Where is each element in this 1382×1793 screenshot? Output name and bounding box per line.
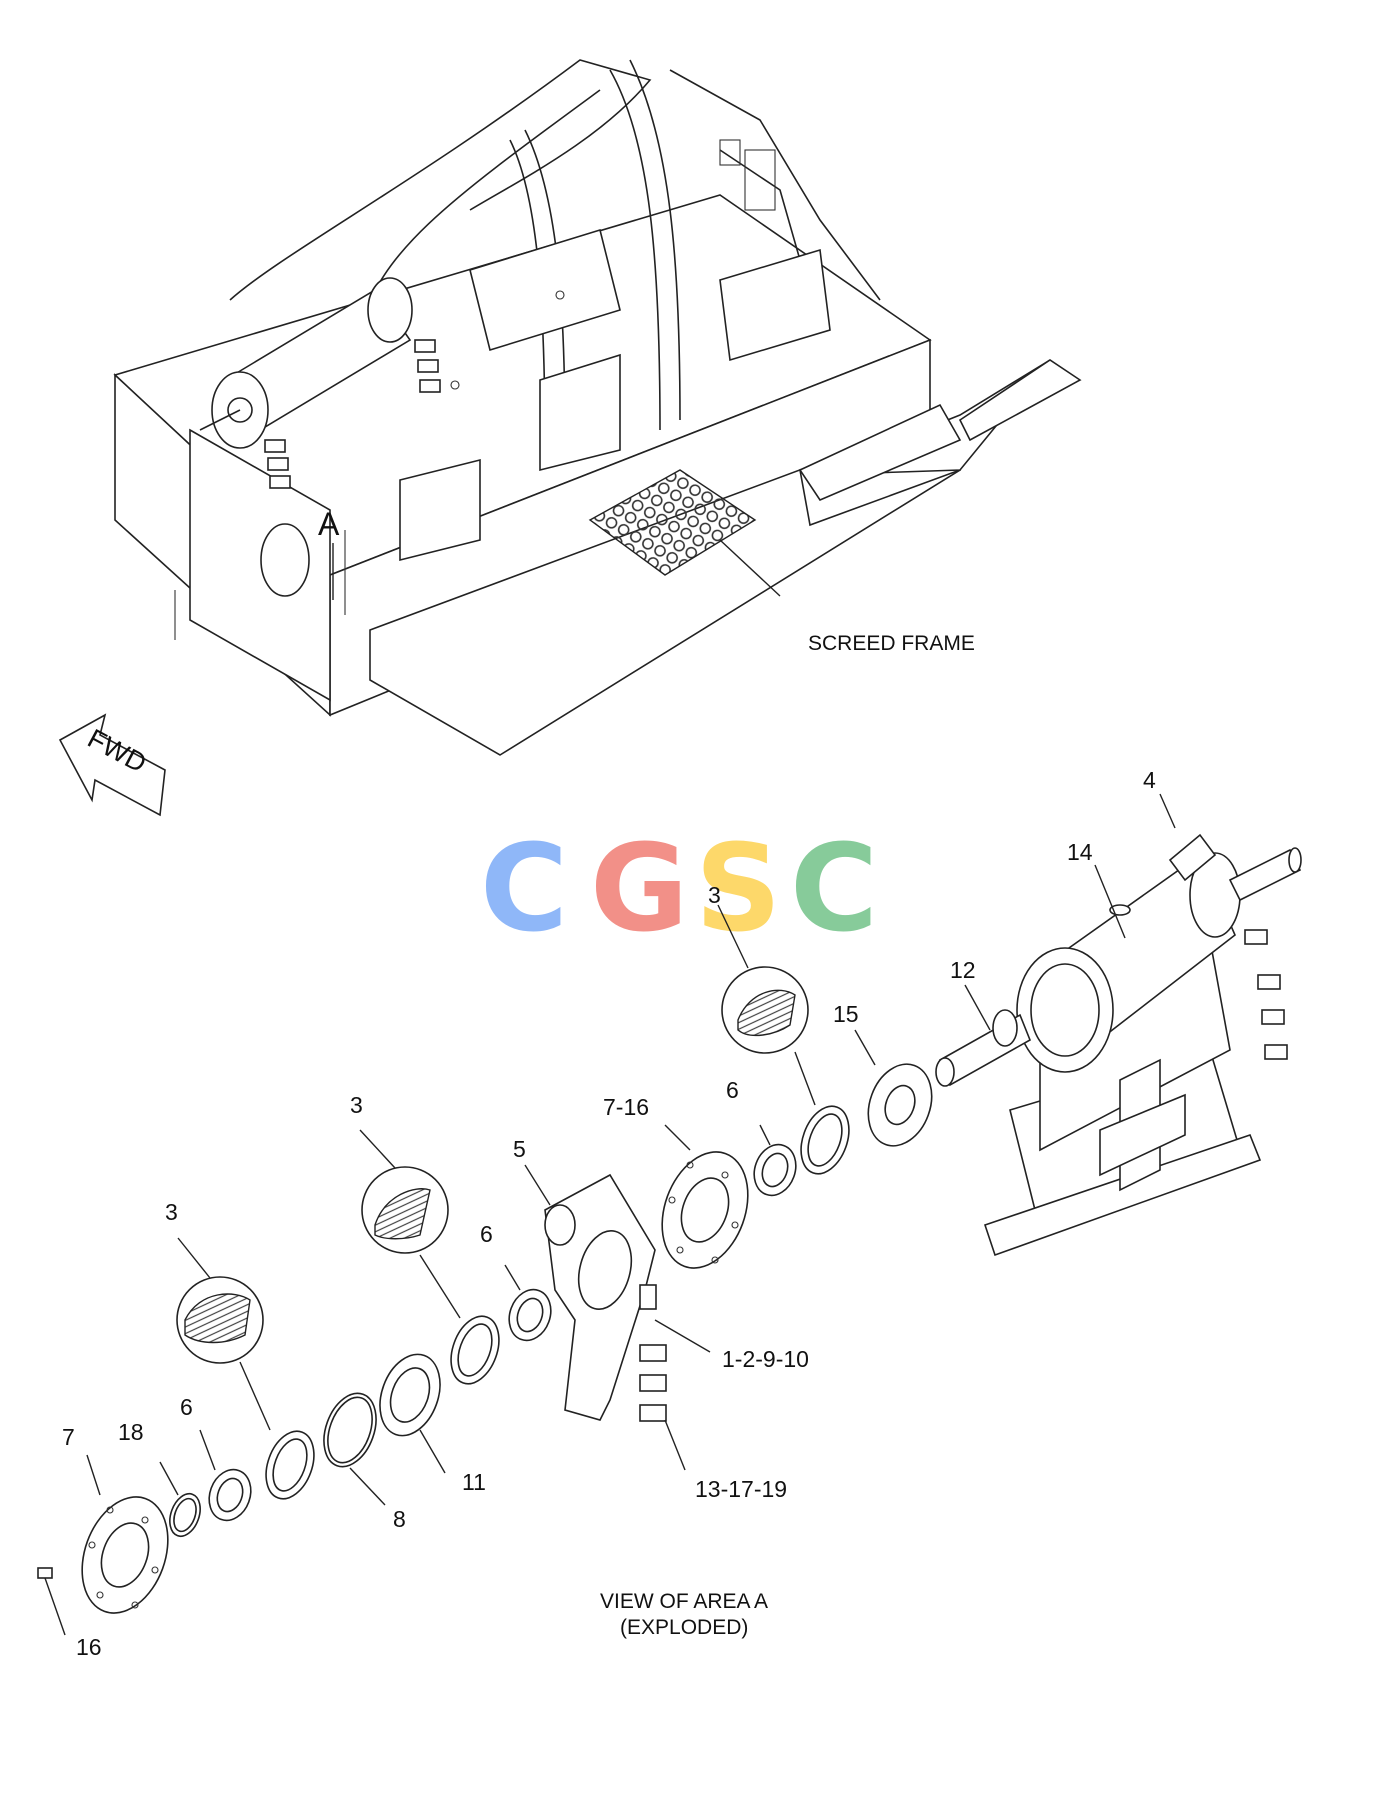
- part-3-seal-upper: [800, 1105, 850, 1175]
- callout-4: 4: [1143, 767, 1156, 793]
- watermark-letter-3: S: [695, 820, 781, 959]
- seal-detail-middle: [361, 1166, 449, 1254]
- part-6-bushing-middle: [508, 1288, 552, 1342]
- screed-frame-assembly: [113, 59, 1082, 756]
- callout-3-upper: 3: [708, 882, 721, 908]
- callout-7-16: 7-16: [603, 1094, 649, 1120]
- part-11-bearing: [379, 1353, 441, 1437]
- area-a-label: A: [318, 506, 340, 542]
- watermark-letter-1: C: [480, 820, 568, 959]
- view-caption-line2: (EXPLODED): [620, 1616, 748, 1639]
- callout-11: 11: [462, 1469, 486, 1495]
- callout-7: 7: [62, 1424, 75, 1450]
- part-7-16-flange: [661, 1151, 749, 1269]
- callout-12: 12: [950, 957, 976, 983]
- part-6-bushing-lower: [208, 1468, 252, 1522]
- callout-14: 14: [1067, 839, 1093, 865]
- cgsc-watermark: C G S C: [480, 820, 878, 959]
- part-5-bracket: [544, 1173, 667, 1422]
- watermark-letter-4: C: [790, 820, 878, 959]
- part-15-seal: [867, 1063, 933, 1147]
- part-7-flange: [81, 1496, 169, 1614]
- leader-lines: [44, 793, 1176, 1636]
- callout-3-middle: 3: [350, 1092, 363, 1118]
- callout-13-17-19: 13-17-19: [695, 1476, 787, 1502]
- view-caption-line1: VIEW OF AREA A: [600, 1590, 768, 1613]
- callout-16: 16: [76, 1634, 102, 1660]
- forward-arrow-icon: FWD: [58, 713, 166, 817]
- part-3-seal-lower: [265, 1430, 315, 1500]
- pedestal-housing: [935, 833, 1302, 1257]
- callout-1-2-9-10: 1-2-9-10: [722, 1346, 809, 1372]
- callout-6-upper: 6: [726, 1077, 739, 1103]
- screed-frame-label: SCREED FRAME: [808, 632, 975, 655]
- part-3-seal-middle: [450, 1315, 500, 1385]
- callout-3-lower: 3: [165, 1199, 178, 1225]
- frame-mounted-shaft-housing: [199, 277, 441, 489]
- callout-6-lower: 6: [180, 1394, 193, 1420]
- seal-detail-lower: [176, 1276, 264, 1364]
- part-18-snap-ring: [169, 1492, 201, 1538]
- callout-18: 18: [118, 1419, 144, 1445]
- seal-detail-upper: [721, 966, 809, 1054]
- watermark-letter-2: G: [590, 820, 689, 959]
- part-16-bolt: [37, 1567, 53, 1579]
- part-8-o-ring: [323, 1392, 377, 1468]
- callout-15: 15: [833, 1001, 859, 1027]
- callout-6-middle: 6: [480, 1221, 493, 1247]
- callout-8: 8: [393, 1506, 406, 1532]
- part-6-bushing-upper: [753, 1143, 797, 1197]
- callout-5: 5: [513, 1136, 526, 1162]
